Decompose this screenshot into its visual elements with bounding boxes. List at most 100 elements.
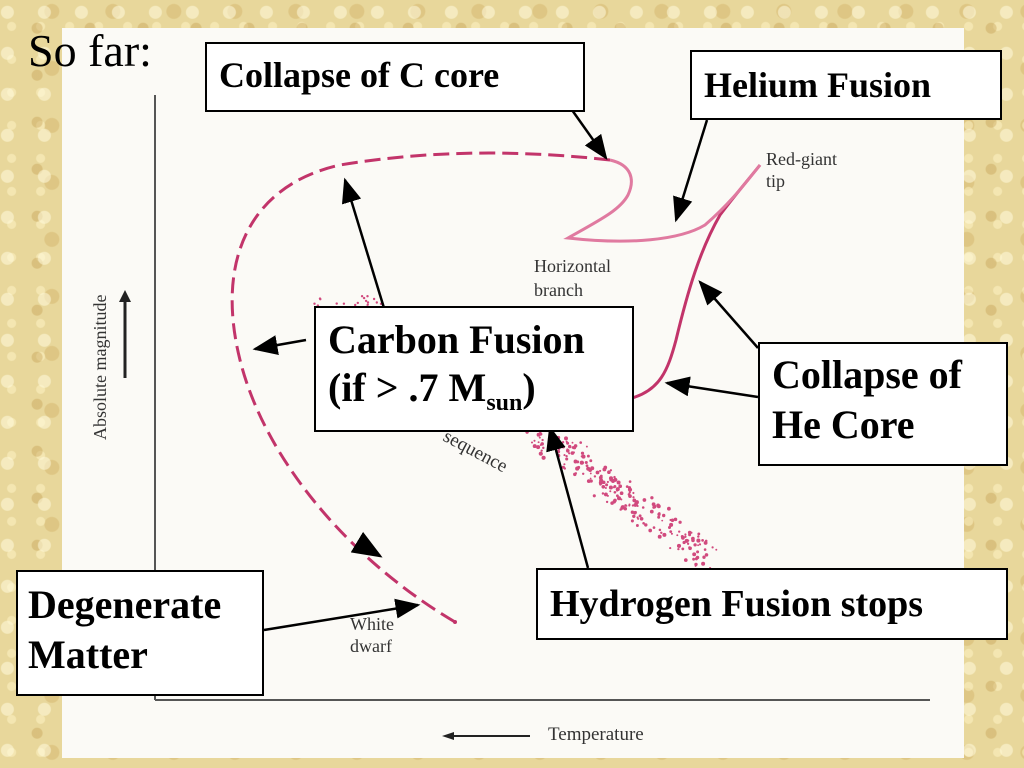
main-sequence-dot bbox=[631, 504, 635, 507]
main-sequence-dot bbox=[539, 443, 542, 447]
main-sequence-label: sequence bbox=[440, 426, 511, 477]
main-sequence-dot bbox=[354, 303, 357, 307]
main-sequence-dot bbox=[570, 451, 575, 455]
main-sequence-dot bbox=[608, 485, 613, 490]
x-axis-label: Temperature bbox=[548, 724, 644, 745]
main-sequence-dot bbox=[580, 451, 585, 455]
main-sequence-dot bbox=[604, 487, 607, 489]
main-sequence-dot bbox=[613, 475, 616, 479]
arrow-collapse-he-core-1 bbox=[698, 280, 759, 349]
callout-helium-fusion: Helium Fusion bbox=[690, 50, 1002, 120]
main-sequence-dot bbox=[697, 544, 700, 547]
main-sequence-dot bbox=[657, 534, 662, 539]
main-sequence-dot bbox=[692, 552, 697, 557]
main-sequence-dot bbox=[356, 301, 359, 305]
callout-collapse-he-core: Collapse of He Core bbox=[758, 342, 1008, 466]
main-sequence-dot bbox=[638, 514, 642, 518]
main-sequence-dot bbox=[660, 531, 663, 534]
main-sequence-dot bbox=[362, 296, 366, 300]
main-sequence-dot bbox=[688, 546, 692, 551]
main-sequence-dot bbox=[697, 532, 701, 536]
main-sequence-dot bbox=[605, 483, 609, 487]
main-sequence-dot bbox=[684, 535, 687, 538]
main-sequence-dot bbox=[598, 475, 603, 480]
main-sequence-dot bbox=[681, 536, 685, 540]
callout-collapse-c-core: Collapse of C core bbox=[205, 42, 585, 112]
main-sequence-dot bbox=[692, 557, 696, 561]
main-sequence-dot bbox=[669, 522, 674, 527]
main-sequence-dot bbox=[715, 548, 718, 551]
main-sequence-dot bbox=[682, 540, 686, 545]
main-sequence-dot bbox=[603, 492, 608, 497]
main-sequence-dot bbox=[676, 534, 679, 537]
main-sequence-dot bbox=[574, 472, 578, 475]
main-sequence-dot bbox=[678, 530, 681, 533]
main-sequence-dot bbox=[601, 484, 606, 489]
main-sequence-dot bbox=[632, 491, 635, 495]
main-sequence-dot bbox=[606, 480, 609, 484]
main-sequence-dot bbox=[676, 543, 682, 548]
main-sequence-dot bbox=[610, 501, 614, 505]
main-sequence-dot bbox=[565, 440, 568, 443]
main-sequence-dot bbox=[375, 301, 378, 304]
main-sequence-dot bbox=[313, 302, 316, 305]
horizontal-branch-label: Horizontal branch bbox=[534, 256, 611, 300]
main-sequence-dot bbox=[586, 479, 591, 483]
main-sequence-dot bbox=[642, 498, 647, 502]
main-sequence-dot bbox=[590, 466, 595, 471]
white-dwarf-label: White dwarf bbox=[350, 614, 394, 656]
main-sequence-dot bbox=[585, 445, 588, 448]
main-sequence-dot bbox=[601, 480, 606, 485]
main-sequence-dot bbox=[608, 476, 614, 481]
main-sequence-dot bbox=[686, 542, 690, 545]
main-sequence-dot bbox=[642, 521, 645, 525]
main-sequence-dot bbox=[703, 540, 708, 545]
main-sequence-dot bbox=[541, 455, 546, 460]
main-sequence-dot bbox=[556, 435, 561, 440]
main-sequence-dot bbox=[366, 295, 369, 298]
main-sequence-dot bbox=[630, 519, 634, 523]
main-sequence-dot bbox=[644, 523, 648, 527]
main-sequence-dot bbox=[595, 470, 600, 475]
main-sequence-band bbox=[313, 295, 718, 575]
main-sequence-dot bbox=[628, 480, 632, 483]
main-sequence-dot bbox=[563, 463, 566, 466]
callout-degenerate-matter: Degenerate Matter bbox=[16, 570, 264, 696]
main-sequence-dot bbox=[625, 485, 629, 488]
main-sequence-dot bbox=[632, 514, 636, 518]
main-sequence-dot bbox=[670, 518, 675, 523]
main-sequence-dot bbox=[565, 454, 568, 458]
main-sequence-dot bbox=[670, 532, 673, 535]
main-sequence-dot bbox=[632, 496, 635, 499]
main-sequence-dot bbox=[609, 469, 613, 472]
main-sequence-dot bbox=[693, 543, 697, 547]
main-sequence-dot bbox=[601, 492, 605, 495]
main-sequence-dot bbox=[677, 547, 680, 551]
main-sequence-dot bbox=[571, 441, 574, 444]
main-sequence-dot bbox=[589, 477, 592, 480]
main-sequence-dot bbox=[681, 547, 685, 551]
main-sequence-dot bbox=[605, 500, 609, 504]
main-sequence-dot bbox=[696, 538, 701, 543]
main-sequence-dot bbox=[652, 504, 657, 509]
main-sequence-dot bbox=[533, 439, 536, 442]
main-sequence-dot bbox=[657, 512, 661, 517]
main-sequence-dot bbox=[683, 558, 688, 562]
main-sequence-dot bbox=[536, 445, 541, 450]
main-sequence-dot bbox=[342, 302, 346, 305]
main-sequence-dot bbox=[557, 440, 561, 444]
main-sequence-dot bbox=[617, 496, 621, 501]
red-giant-branch-track bbox=[631, 164, 762, 400]
main-sequence-dot bbox=[649, 509, 654, 514]
main-sequence-dot bbox=[627, 493, 631, 496]
main-sequence-dot bbox=[557, 444, 561, 448]
main-sequence-dot bbox=[696, 550, 700, 554]
main-sequence-dot bbox=[593, 475, 597, 478]
main-sequence-dot bbox=[684, 533, 687, 536]
main-sequence-dot bbox=[580, 455, 583, 458]
main-sequence-dot bbox=[540, 449, 543, 452]
arrow-hydrogen-fusion-stops bbox=[546, 425, 590, 569]
main-sequence-dot bbox=[577, 465, 581, 470]
main-sequence-dot bbox=[372, 297, 376, 301]
